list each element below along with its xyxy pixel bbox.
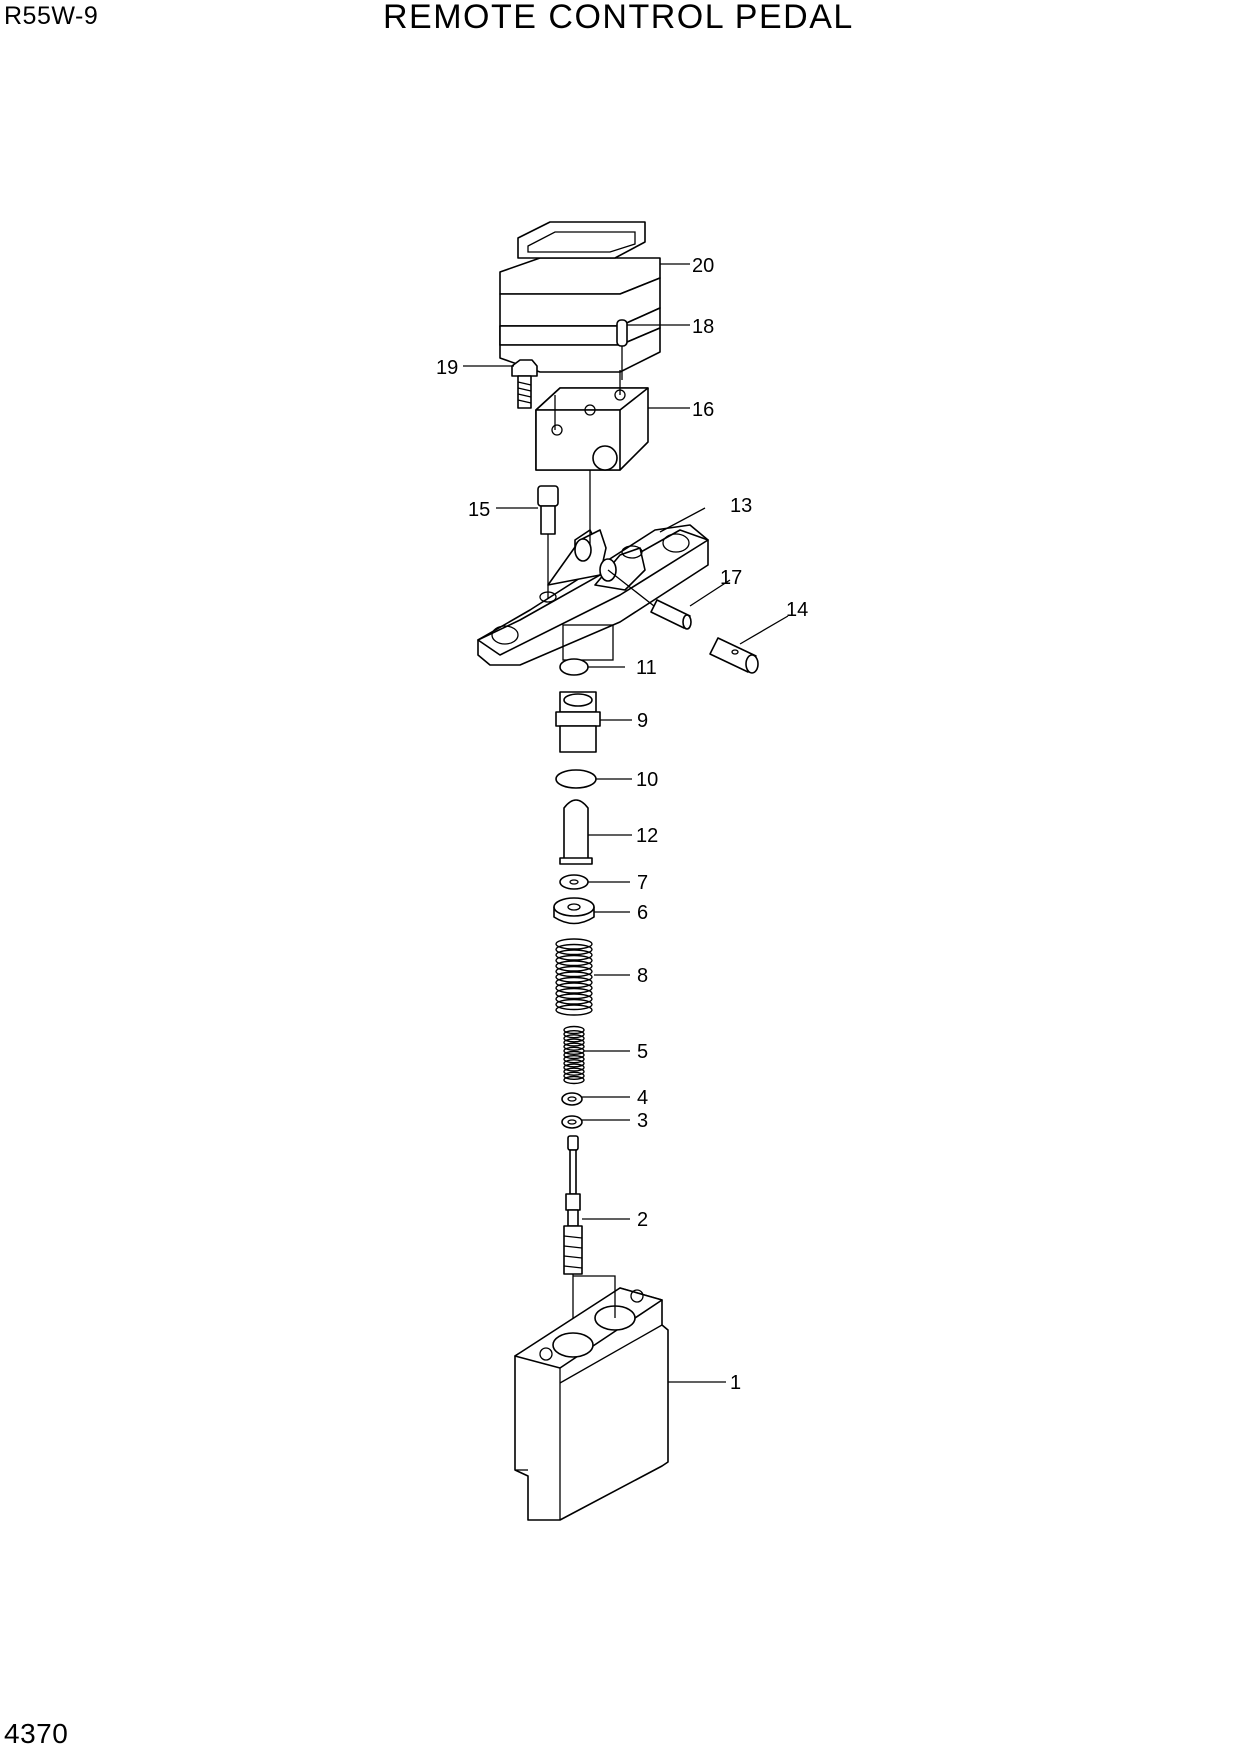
spring-coil	[555, 971, 593, 983]
spring-coil	[563, 1075, 585, 1085]
part-19-bolt	[511, 359, 538, 409]
callout-13: 13	[730, 495, 752, 517]
part-9-plug	[555, 691, 601, 753]
callout-3: 3	[637, 1110, 648, 1132]
spring-coil	[563, 1050, 585, 1060]
part-1-valve-body	[514, 1275, 669, 1521]
spring-coil	[555, 938, 593, 950]
part-11-ring	[559, 658, 589, 676]
spring-coil	[555, 987, 593, 1000]
spring-coil	[555, 982, 593, 994]
spring-coil	[555, 993, 593, 1005]
part-13-base-plate	[477, 470, 709, 666]
callout-11: 11	[636, 657, 657, 679]
spring-coil	[563, 1059, 585, 1068]
part-15-cap-screw	[537, 485, 559, 600]
callout-19: 19	[436, 357, 458, 379]
callout-6: 6	[637, 902, 648, 924]
callout-20: 20	[692, 255, 714, 277]
spring-coil	[563, 1054, 585, 1064]
part-12-push-rod	[559, 799, 593, 865]
leader-lines	[463, 263, 789, 1383]
spring-coil	[555, 965, 593, 978]
callout-17: 17	[720, 567, 742, 589]
callout-12: 12	[636, 825, 658, 847]
part-4-washer	[561, 1092, 583, 1106]
callout-18: 18	[692, 316, 714, 338]
spring-coil	[555, 998, 593, 1011]
spring-coil	[555, 943, 593, 956]
part-3-washer	[561, 1115, 583, 1129]
part-18-pin	[616, 319, 628, 380]
spring-coil	[563, 1042, 585, 1051]
callout-7: 7	[637, 872, 648, 894]
part-6-spring-seat	[553, 897, 595, 925]
spring-coil	[563, 1025, 585, 1035]
callout-4: 4	[637, 1087, 648, 1109]
spring-coil	[555, 976, 593, 989]
spring-coil	[563, 1063, 585, 1072]
part-10-o-ring	[555, 769, 597, 789]
spring-coil	[555, 1004, 593, 1016]
callout-9: 9	[637, 710, 648, 732]
spring-coil	[555, 954, 593, 967]
part-7-washer	[559, 874, 589, 890]
page-title: REMOTE CONTROL PEDAL	[383, 0, 854, 36]
callout-14: 14	[786, 599, 808, 621]
spring-coil	[563, 1038, 585, 1047]
part-16-bracket	[535, 370, 649, 471]
spring-coil	[563, 1029, 585, 1039]
callout-1: 1	[730, 1372, 741, 1394]
callout-15: 15	[468, 499, 490, 521]
part-17-pin	[607, 569, 692, 630]
part-8-outer-spring	[555, 938, 593, 1016]
part-5-inner-spring	[563, 1025, 585, 1085]
part-20-pedal-pad	[499, 221, 661, 373]
page-number: 4370	[4, 1718, 69, 1749]
callout-labels: 20 18 19 16 15 13 17 14 11 9 10 12 7 6 8…	[436, 255, 808, 1394]
spring-coil	[563, 1067, 585, 1076]
callout-5: 5	[637, 1041, 648, 1063]
spring-coil	[563, 1034, 585, 1043]
spring-coil	[563, 1071, 585, 1081]
callout-2: 2	[637, 1209, 648, 1231]
spring-coil	[555, 960, 593, 972]
part-2-spool	[563, 1135, 583, 1340]
callout-10: 10	[636, 769, 658, 791]
spring-coil	[555, 949, 593, 961]
callout-16: 16	[692, 399, 714, 421]
model-code: R55W-9	[4, 2, 99, 30]
part-14-sleeve	[709, 637, 759, 674]
callout-8: 8	[637, 965, 648, 987]
